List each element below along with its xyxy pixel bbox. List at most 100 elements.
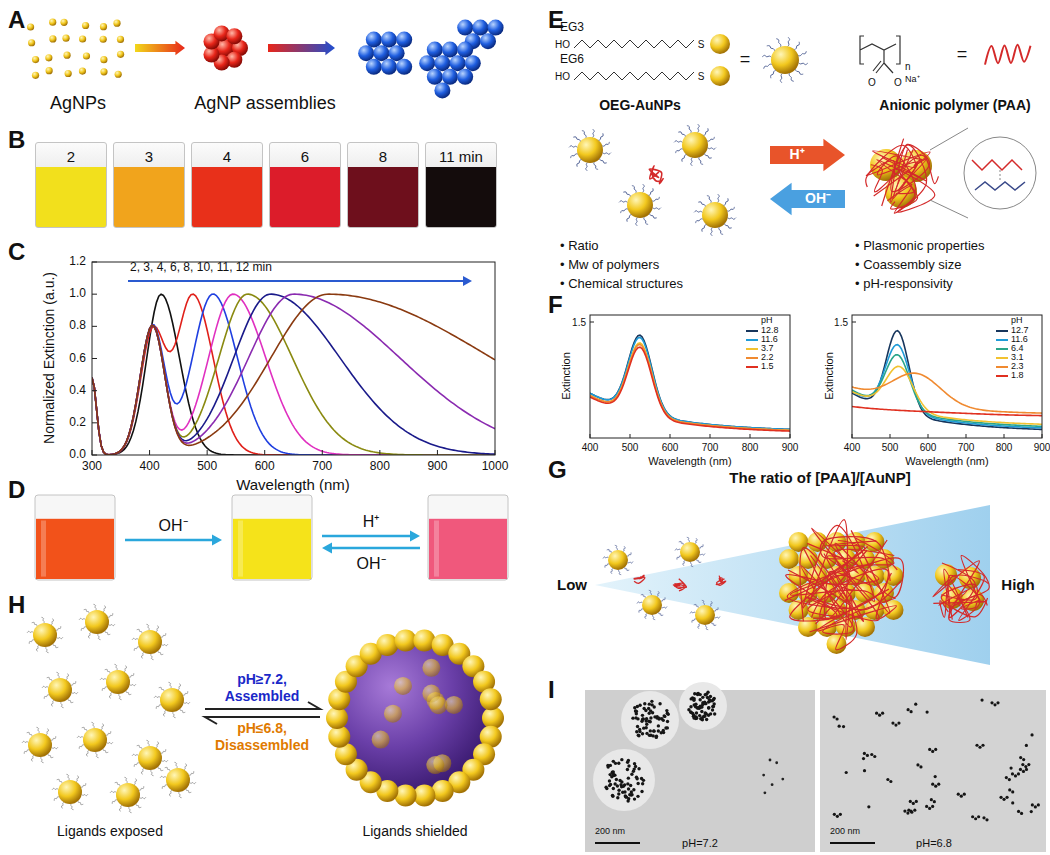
nanoparticle bbox=[326, 707, 348, 729]
ligand bbox=[611, 569, 613, 574]
particle-dot bbox=[914, 703, 917, 706]
particle-dot bbox=[891, 721, 894, 724]
tick bbox=[630, 434, 631, 438]
particle-dot bbox=[627, 797, 630, 800]
tick-label: 500 bbox=[197, 460, 217, 473]
nanoparticle bbox=[432, 780, 454, 802]
ligand bbox=[51, 700, 54, 706]
cuvette-glass bbox=[35, 495, 115, 580]
particle-dot bbox=[649, 729, 652, 732]
panel-a-illustration bbox=[27, 19, 504, 99]
nanoparticle bbox=[381, 59, 397, 75]
particle-dot bbox=[910, 811, 913, 814]
block-arrow bbox=[135, 41, 185, 55]
particle-dot bbox=[634, 765, 637, 768]
particle-dot bbox=[712, 697, 715, 700]
nanoparticle bbox=[160, 688, 184, 712]
ligand bbox=[602, 142, 609, 146]
nanoparticle bbox=[83, 728, 107, 752]
nanoparticle bbox=[100, 36, 107, 43]
zoom-structure bbox=[972, 160, 1022, 170]
aggregate-halo bbox=[679, 682, 727, 730]
arrow-head bbox=[322, 543, 332, 554]
particle-dot bbox=[635, 775, 638, 778]
ligand bbox=[134, 763, 139, 767]
nanoparticle bbox=[445, 696, 463, 714]
polymer-chain bbox=[674, 579, 686, 591]
particle-dot bbox=[626, 782, 629, 785]
ligand bbox=[636, 218, 638, 226]
ligand bbox=[134, 779, 137, 785]
panel-letter: C bbox=[8, 239, 25, 265]
spectrum-curve bbox=[852, 355, 1042, 427]
ligand bbox=[61, 802, 64, 808]
tem-image bbox=[820, 690, 1046, 852]
ligand bbox=[714, 607, 718, 611]
panel-letter: D bbox=[8, 477, 25, 503]
particle-dot bbox=[1019, 768, 1022, 771]
paa-structure bbox=[860, 36, 900, 73]
particle-dot bbox=[937, 783, 940, 786]
particle-dot bbox=[928, 748, 931, 751]
particle-dot bbox=[640, 790, 643, 793]
scale-end-label: Low bbox=[557, 577, 587, 594]
ligand bbox=[661, 597, 665, 601]
ligand bbox=[44, 695, 49, 699]
nanoparticle bbox=[32, 56, 39, 63]
legend-line bbox=[996, 348, 1008, 350]
particle-dot bbox=[835, 717, 838, 720]
particle-dot bbox=[635, 730, 638, 733]
polymer-chain bbox=[820, 550, 892, 619]
tick bbox=[1042, 434, 1043, 438]
nanoparticle bbox=[328, 726, 350, 748]
nanoparticle bbox=[100, 23, 107, 30]
particle-dot bbox=[870, 753, 873, 756]
particle-dot bbox=[990, 701, 993, 704]
tick-label: 600 bbox=[255, 460, 275, 473]
ligand bbox=[56, 672, 59, 678]
ligand bbox=[692, 619, 696, 623]
ligand bbox=[687, 537, 690, 542]
particle-dot bbox=[633, 706, 636, 709]
ligand bbox=[764, 64, 772, 69]
ligand bbox=[675, 549, 680, 551]
condition-label: pH≤6.8, bbox=[237, 721, 287, 736]
tick bbox=[92, 294, 97, 295]
particle-dot bbox=[645, 732, 648, 735]
particle-dot bbox=[663, 715, 666, 718]
nanoparticle bbox=[65, 70, 72, 77]
ligand bbox=[27, 732, 32, 736]
legend-entry: 1.5 bbox=[761, 362, 774, 372]
tick bbox=[437, 450, 438, 455]
tick-label: 1.5 bbox=[834, 317, 848, 328]
ligand bbox=[607, 549, 612, 552]
particle-dot bbox=[617, 789, 620, 792]
ligand bbox=[115, 782, 120, 786]
bullet-item: • pH-responsivity bbox=[855, 277, 953, 291]
ligand bbox=[54, 797, 59, 801]
particle-dot bbox=[701, 696, 704, 699]
particle-dot bbox=[645, 717, 648, 720]
ligand bbox=[623, 192, 630, 197]
particle-dot bbox=[640, 719, 643, 722]
ligand bbox=[662, 607, 667, 609]
ligand bbox=[704, 128, 709, 135]
ligand bbox=[707, 196, 711, 203]
particle-dot bbox=[863, 752, 866, 755]
polymer-chain bbox=[801, 566, 896, 634]
tick-label: 500 bbox=[622, 442, 639, 453]
ligand bbox=[696, 219, 703, 223]
ligand bbox=[644, 217, 648, 224]
particle-dot bbox=[627, 776, 630, 779]
nanoparticle bbox=[100, 68, 107, 75]
particle-dot bbox=[886, 778, 889, 781]
nanoparticle bbox=[115, 71, 122, 78]
spectrum-curves bbox=[92, 294, 495, 455]
particle-dot bbox=[873, 755, 876, 758]
ligand bbox=[47, 677, 52, 681]
particle-dot bbox=[912, 802, 915, 805]
cuvette: 6 bbox=[269, 142, 341, 228]
ligand bbox=[77, 736, 83, 738]
ligand bbox=[186, 789, 191, 793]
ligand bbox=[728, 218, 736, 220]
